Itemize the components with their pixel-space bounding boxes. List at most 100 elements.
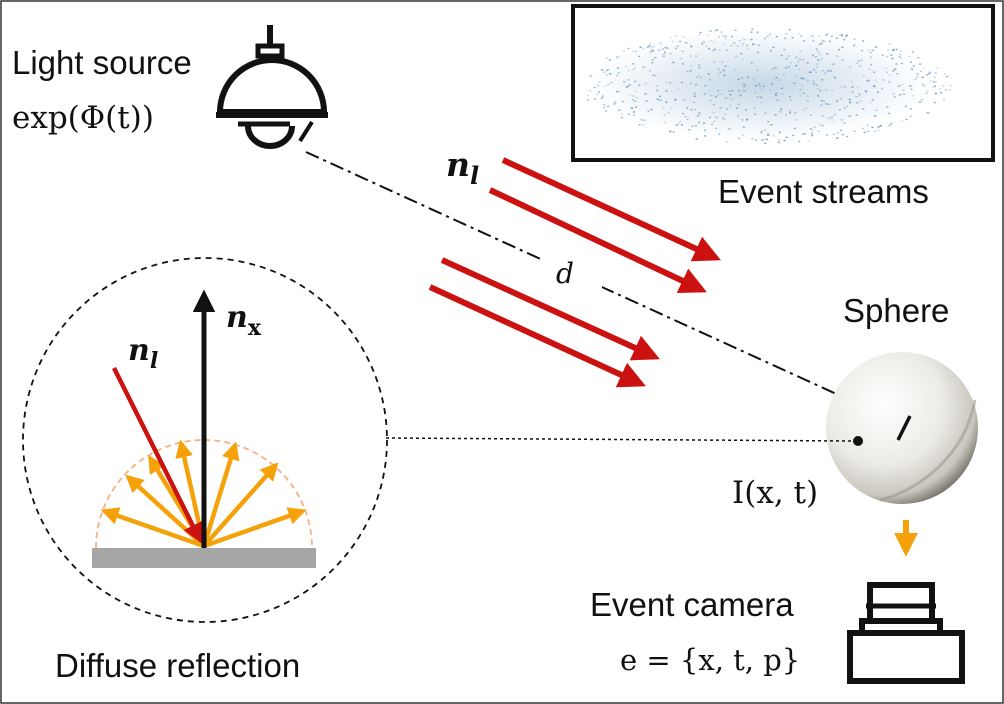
event-dot — [724, 38, 727, 40]
event-dot — [814, 56, 817, 58]
event-dot — [713, 120, 716, 123]
event-dot — [824, 72, 827, 74]
event-dot — [598, 81, 601, 83]
event-dot — [736, 107, 739, 109]
event-dot — [920, 70, 923, 72]
event-dot — [710, 95, 713, 97]
zoom-circle — [22, 257, 388, 623]
event-dot — [617, 91, 620, 93]
event-dot — [645, 100, 648, 102]
event-dot — [746, 76, 749, 78]
event-dot — [780, 108, 783, 110]
event-dot — [605, 110, 608, 112]
event-dot — [785, 67, 788, 69]
event-dot — [731, 90, 734, 92]
event-dot — [691, 125, 694, 128]
event-dot — [742, 42, 745, 45]
distance-label-bg — [540, 258, 602, 292]
event-dot — [856, 102, 859, 104]
event-dot — [634, 100, 636, 102]
event-dot — [818, 123, 821, 126]
event-dot — [684, 116, 687, 118]
event-dot — [798, 140, 801, 143]
event-dot — [769, 89, 772, 91]
event-dot — [707, 34, 710, 36]
event-dot — [617, 67, 620, 69]
event-dot — [783, 139, 786, 142]
event-dot — [895, 63, 898, 65]
event-dot — [689, 55, 692, 57]
event-dot — [813, 68, 816, 71]
event-dot — [725, 97, 728, 99]
event-dot — [737, 137, 740, 140]
event-dot — [886, 55, 889, 58]
event-dot — [603, 71, 606, 73]
event-dot — [770, 84, 773, 86]
event-dot — [795, 119, 798, 121]
event-dot — [605, 57, 608, 59]
event-dot — [817, 94, 820, 97]
event-dot — [775, 77, 778, 79]
event-dot — [600, 97, 603, 99]
event-dot — [857, 86, 859, 89]
event-dot — [871, 126, 874, 128]
event-dot — [866, 124, 869, 126]
event-dot — [813, 126, 816, 129]
event-dot — [829, 70, 832, 72]
event-dot — [631, 69, 634, 71]
event-dot — [715, 116, 718, 118]
event-dot — [948, 89, 951, 91]
event-dot — [674, 35, 677, 37]
event-dot — [652, 46, 655, 48]
event-dot — [656, 89, 659, 92]
event-dot — [622, 50, 625, 52]
event-dot — [812, 54, 814, 57]
event-dot — [675, 124, 678, 126]
light-source-tick — [298, 120, 314, 143]
event-dot — [776, 92, 778, 94]
event-dot — [778, 131, 781, 134]
diffuse-reflection-label: Diffuse reflection — [55, 647, 300, 684]
event-dot — [785, 114, 787, 116]
event-dot — [746, 44, 748, 46]
event-dot — [669, 107, 672, 109]
event-dot — [840, 35, 843, 37]
event-dot — [640, 119, 643, 121]
event-dot — [826, 70, 829, 72]
event-dot — [785, 136, 788, 139]
event-dot — [756, 31, 759, 33]
event-dot — [890, 54, 893, 56]
event-dot — [649, 70, 652, 72]
event-dot — [920, 101, 923, 103]
event-dot — [621, 100, 624, 103]
event-dot — [912, 51, 915, 54]
event-dot — [652, 74, 655, 76]
event-dot — [735, 55, 738, 57]
event-dot — [869, 52, 872, 54]
event-dot — [669, 131, 672, 133]
event-dot — [704, 135, 707, 137]
event-dot — [642, 47, 645, 50]
event-dot — [725, 141, 728, 143]
event-dot — [734, 29, 737, 31]
event-dot — [817, 59, 820, 61]
event-dot — [795, 65, 798, 67]
event-dot — [663, 114, 666, 116]
event-dot — [815, 48, 818, 51]
event-dot — [778, 139, 780, 141]
event-dot — [822, 100, 825, 103]
incident-ray — [111, 366, 203, 544]
event-dot — [806, 79, 809, 82]
event-dot — [843, 39, 846, 41]
event-dot — [715, 127, 717, 130]
event-dot — [898, 85, 901, 87]
surface-point-marker — [853, 436, 863, 446]
event-dot — [831, 89, 834, 92]
event-dot — [848, 66, 851, 69]
event-dot — [802, 92, 805, 94]
event-dot — [935, 81, 937, 83]
event-dot — [682, 112, 685, 115]
event-dot — [635, 50, 638, 53]
event-dot — [756, 69, 759, 71]
event-dot — [690, 46, 693, 48]
